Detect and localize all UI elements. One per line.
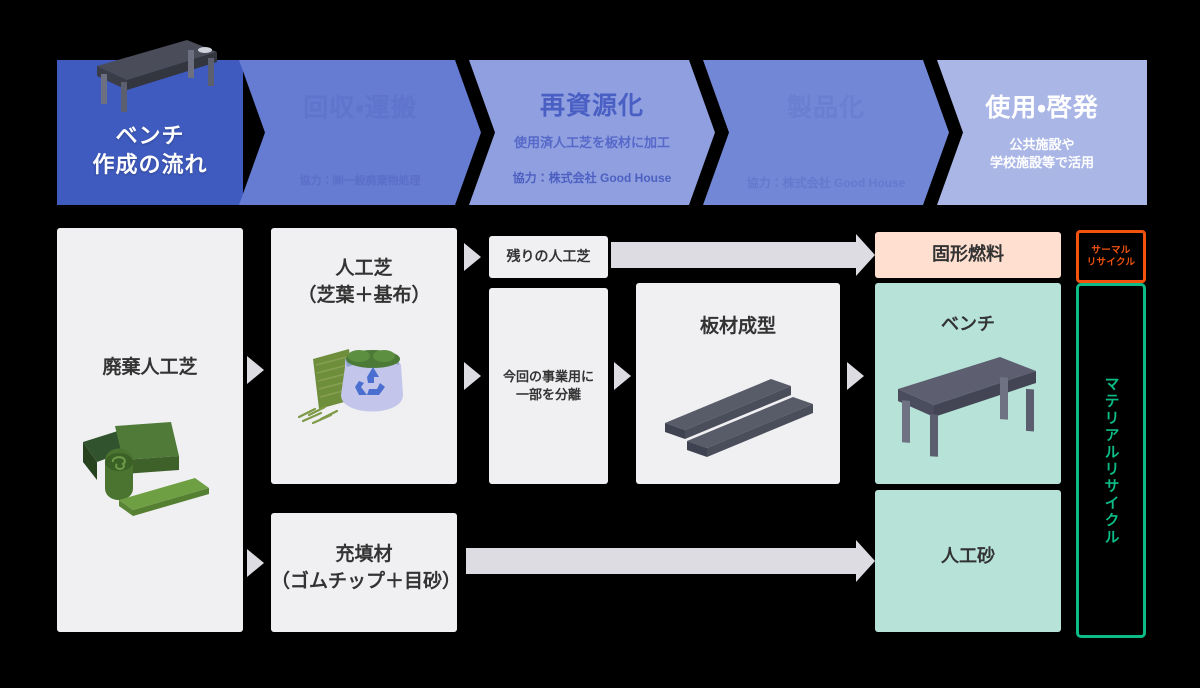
banner-segment-bench-flow[interactable]: ベンチ 作成の流れ <box>57 40 243 205</box>
banner-segment-subtitle: 公共施設や 学校施設等で活用 <box>990 136 1094 171</box>
badge-thermal-label: サーマル リサイクル <box>1087 245 1136 269</box>
arrow-turf-to-remaining-icon <box>464 243 481 271</box>
flow-box-label: 充填材 （ゴムチップ＋目砂） <box>271 542 461 595</box>
banner-segment-credit: 協力：株式会社 Good House <box>746 176 906 190</box>
banner-segment-recycling[interactable]: 再資源化 使用済人工芝を板材に加工 協力：株式会社 Good House <box>469 60 715 205</box>
flow-box-label: 廃棄人工芝 <box>102 357 198 378</box>
flow-label-line2: （ゴムチップ＋目砂） <box>271 570 462 592</box>
flow-box-label: 人工芝 （芝葉＋基布） <box>297 256 430 309</box>
badge-thermal-line1: サーマル <box>1091 244 1131 256</box>
banner-segment-title: 製品化 <box>786 94 865 122</box>
flow-box-artificial-sand[interactable]: 人工砂 <box>875 490 1061 632</box>
flow-box-solid-fuel[interactable]: 固形燃料 <box>875 232 1061 278</box>
banner-segment-credit: 協力：株式会社 Good House <box>512 170 672 185</box>
flow-box-label: 板材成型 <box>699 316 776 337</box>
flow-box-artificial-turf[interactable]: 人工芝 （芝葉＋基布） <box>271 228 457 484</box>
flow-box-label: 人工砂 <box>941 546 995 566</box>
arrow-waste-to-turf-icon <box>247 356 264 384</box>
banner-segment-subtitle: 使用済人工芝を板材に加工 <box>513 135 670 150</box>
banner-title-line2: 作成の流れ <box>92 151 208 177</box>
banner-segment-use-awareness[interactable]: 使用・啓発 公共施設や 学校施設等で活用 <box>937 60 1147 205</box>
banner-segment-productization[interactable]: 製品化 協力：株式会社 Good House <box>703 60 949 205</box>
arrow-plate-to-bench-icon <box>847 362 864 390</box>
bench-illustration <box>97 40 217 112</box>
banner-segment-title: 使用・啓発 <box>985 94 1099 122</box>
banner-segment-collection-transport[interactable]: 回収・運搬 協力：㈱一般廃棄物処理 <box>239 60 481 205</box>
bench-illustration <box>898 357 1036 457</box>
flow-box-label: 固形燃料 <box>932 244 1004 265</box>
banner-subtitle-line2: 学校施設等で活用 <box>989 154 1094 170</box>
plank-illustration <box>664 378 813 457</box>
badge-thermal-line2: リサイクル <box>1086 256 1136 268</box>
arrow-waste-to-filler-icon <box>247 549 264 577</box>
flow-box-filler[interactable]: 充填材 （ゴムチップ＋目砂） <box>271 513 461 632</box>
banner-segment-title: 再資源化 <box>539 92 644 120</box>
badge-material-recycle[interactable]: マテリアルリサイクル <box>1076 283 1146 638</box>
flow-label-line1: 今回の事業用に <box>502 368 594 384</box>
banner-subtitle-line1: 公共施設や <box>1009 137 1075 152</box>
banner-title-line1: ベンチ <box>115 123 185 148</box>
process-banner: ベンチ 作成の流れ 回収・運搬 協力：㈱一般廃棄物処理 再資源化 使用済人工芝を… <box>57 40 1147 205</box>
flow-box-bench[interactable]: ベンチ <box>875 283 1061 484</box>
flow-label-line2: （芝葉＋基布） <box>297 284 431 306</box>
flow-label-line1: 充填材 <box>335 544 393 565</box>
flow-box-waste-turf[interactable]: 廃棄人工芝 <box>57 228 243 632</box>
arrow-filler-to-sand <box>466 540 875 582</box>
badge-material-label: マテリアルリサイクル <box>1102 375 1120 546</box>
flow-box-separated-portion[interactable]: 今回の事業用に 一部を分離 <box>489 288 608 484</box>
flow-box-label: ベンチ <box>941 314 995 334</box>
flow-label-line1: 人工芝 <box>335 258 393 279</box>
badge-thermal-recycle[interactable]: サーマル リサイクル <box>1076 230 1146 283</box>
flow-box-remaining-turf[interactable]: 残りの人工芝 <box>489 236 608 278</box>
arrow-remaining-to-fuel <box>611 234 875 276</box>
arrow-turf-to-separated-icon <box>464 362 481 390</box>
flow-box-label: 今回の事業用に 一部を分離 <box>503 368 594 404</box>
banner-segment-title: ベンチ 作成の流れ <box>92 122 207 179</box>
banner-segment-credit: 協力：㈱一般廃棄物処理 <box>299 175 421 187</box>
flow-label-line2: 一部を分離 <box>515 387 581 402</box>
banner-segment-title: 回収・運搬 <box>303 94 417 122</box>
flow-box-label: 残りの人工芝 <box>506 248 591 265</box>
recycle-bag-illustration <box>297 349 403 425</box>
turf-roll-illustration <box>83 421 209 516</box>
flow-box-plate-forming[interactable]: 板材成型 <box>636 283 840 484</box>
arrow-separated-to-plate-icon <box>614 362 631 390</box>
